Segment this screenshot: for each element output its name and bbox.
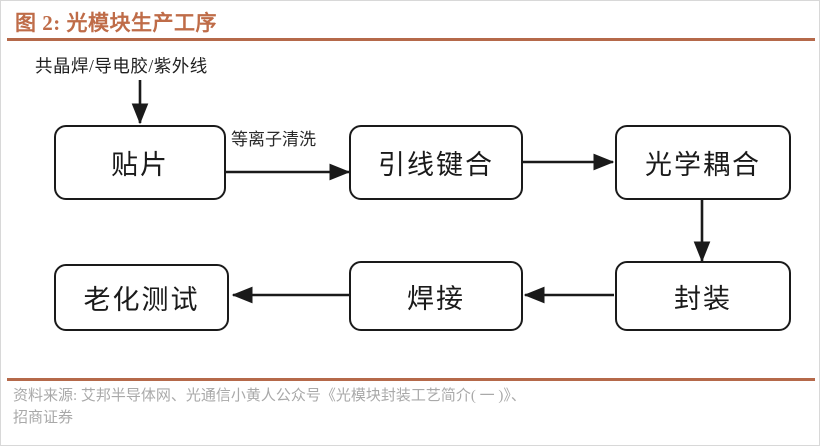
page-title: 图 2: 光模块生产工序	[15, 11, 217, 35]
node-soldering[interactable]: 焊接	[349, 261, 523, 331]
title-divider	[7, 38, 815, 41]
node-label: 贴片	[111, 150, 169, 180]
flowchart-edges	[131, 80, 711, 304]
input-material-label: 共晶焊/导电胶/紫外线	[35, 56, 208, 76]
node-label: 焊接	[407, 283, 465, 314]
node-label: 封装	[674, 283, 732, 314]
node-die-bonding[interactable]: 贴片	[54, 125, 226, 200]
node-wire-bonding[interactable]: 引线键合	[349, 125, 523, 200]
node-packaging[interactable]: 封装	[615, 261, 791, 331]
flowchart-canvas: 共晶焊/导电胶/紫外线 等离子清洗 贴片 引线键合 光学耦合 封装 焊接 老化测…	[1, 43, 819, 377]
node-label: 光学耦合	[645, 150, 761, 180]
node-label: 引线键合	[378, 150, 494, 180]
source-note: 资料来源: 艾邦半导体网、光通信小黄人公众号《光模块封装工艺简介( 一 )》、 …	[13, 385, 813, 429]
source-divider	[7, 378, 815, 381]
source-line-2: 招商证券	[13, 410, 74, 426]
node-optical-coupling[interactable]: 光学耦合	[615, 125, 791, 200]
node-burn-in-test[interactable]: 老化测试	[54, 264, 229, 331]
source-line-1: 资料来源: 艾邦半导体网、光通信小黄人公众号《光模块封装工艺简介( 一 )》、	[13, 388, 526, 404]
edge-label-plasma-clean: 等离子清洗	[231, 130, 316, 149]
node-label: 老化测试	[83, 285, 200, 315]
